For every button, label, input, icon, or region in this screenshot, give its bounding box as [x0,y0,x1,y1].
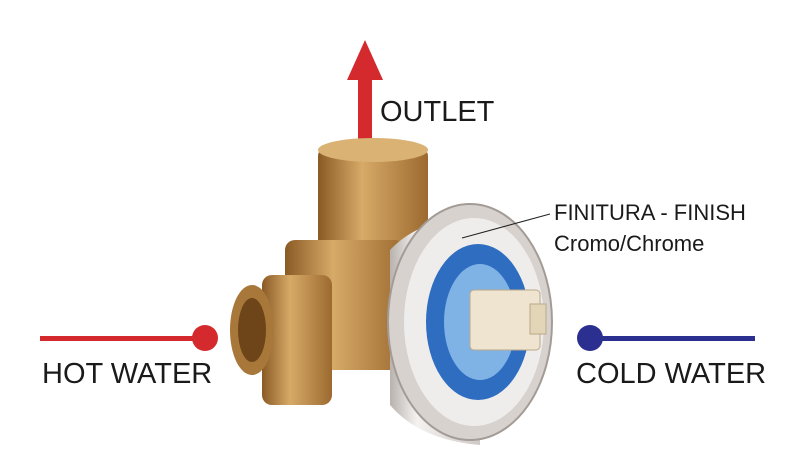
chrome-finish [387,203,553,445]
finish-title-label: FINITURA - FINISH [554,200,746,225]
hot-water-dot-icon [192,325,218,351]
cold-water-dot-icon [577,325,603,351]
hot-water-indicator [40,325,218,351]
finish-value-label: Cromo/Chrome [554,231,705,256]
outlet-label: OUTLET [380,96,495,128]
finish-leader-line [461,213,551,239]
cold-water-label: COLD WATER [576,358,767,390]
cold-water-indicator [577,325,755,351]
outlet-arrow-icon [347,40,383,146]
valve-body [230,138,428,405]
hot-water-label: HOT WATER [42,358,213,390]
